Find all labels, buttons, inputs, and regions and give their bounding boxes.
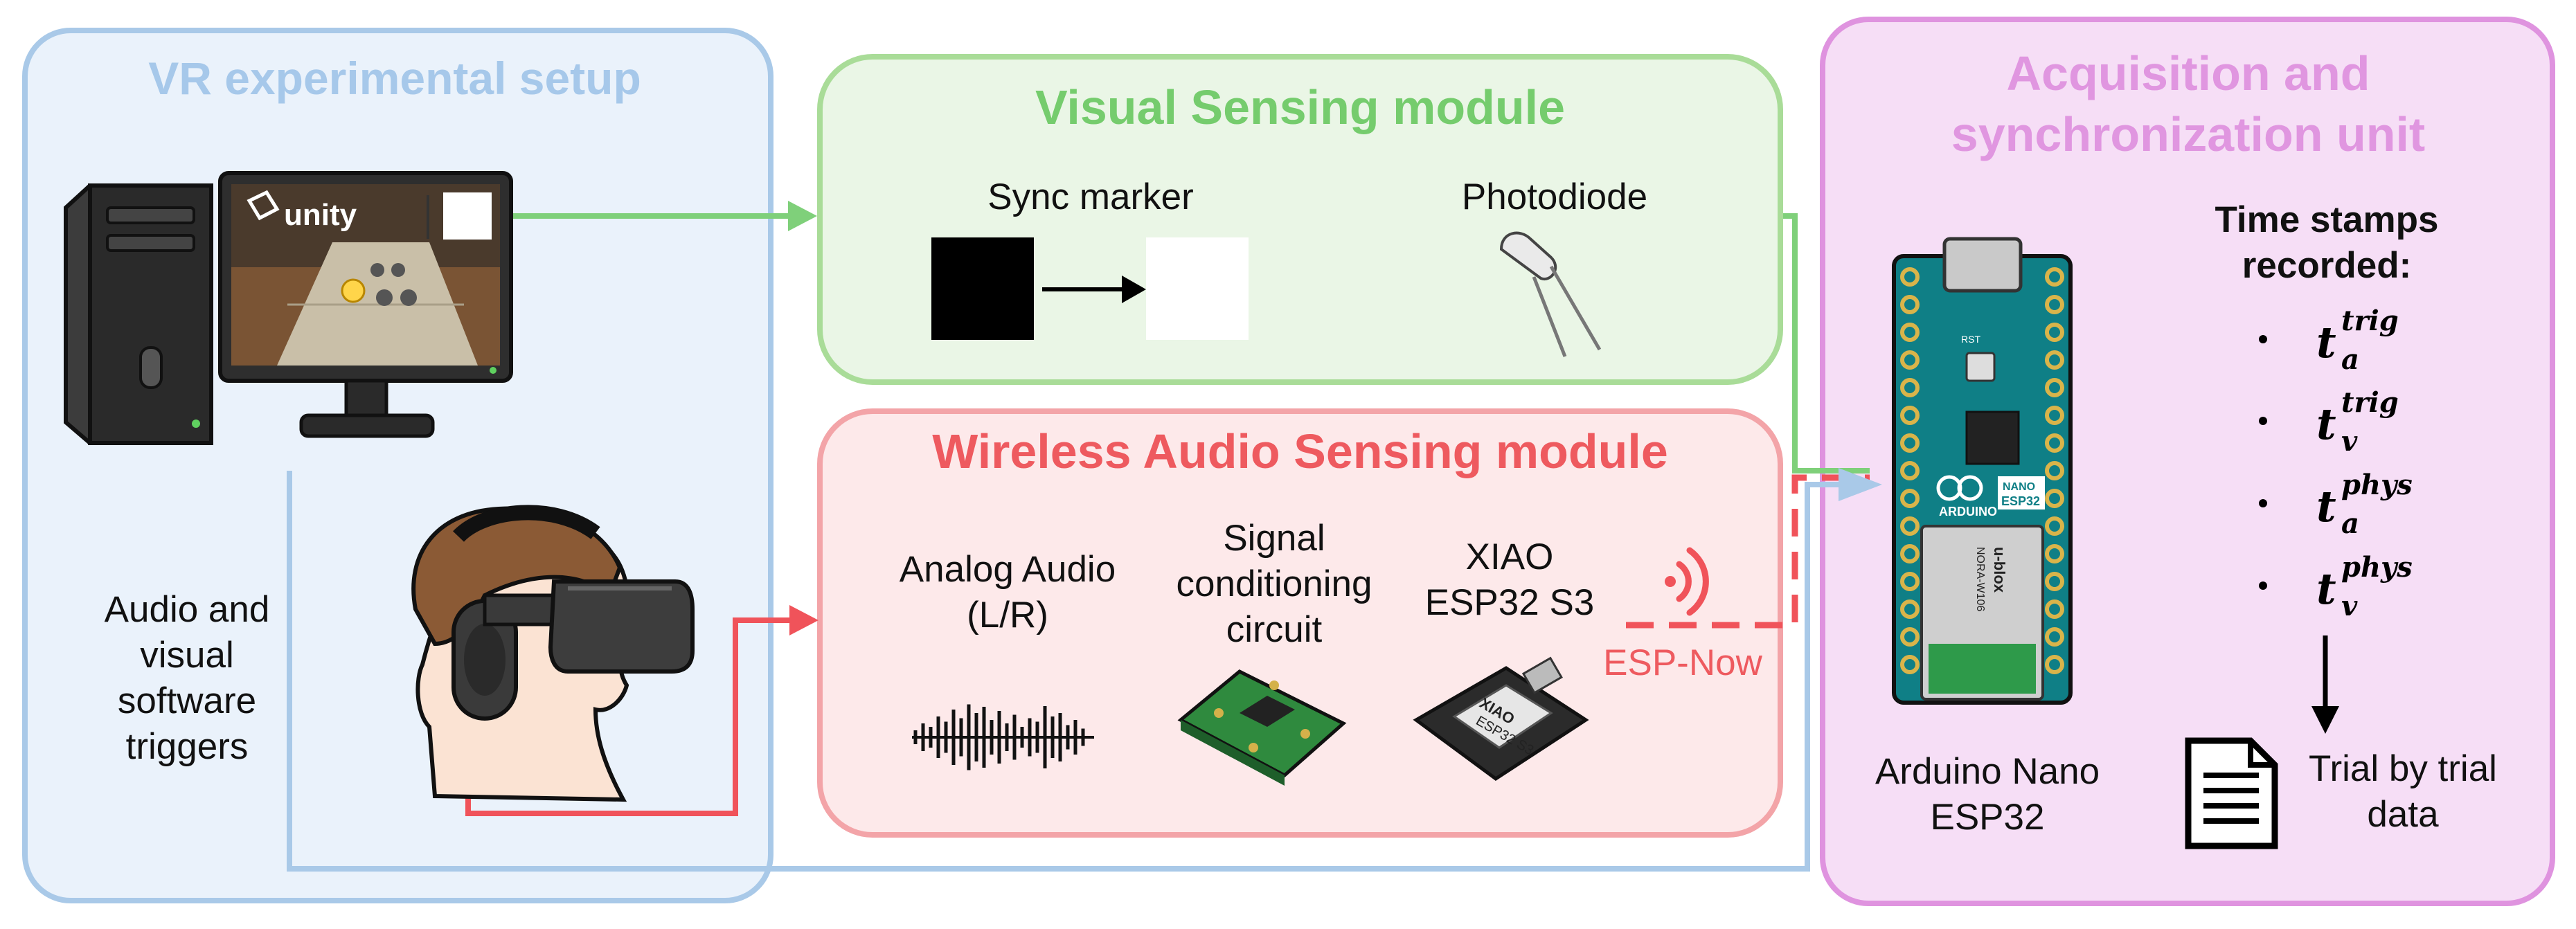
sync-marker-label: Sync marker bbox=[987, 177, 1194, 217]
pin-hole bbox=[1900, 350, 1920, 370]
pin-hole bbox=[2045, 433, 2064, 453]
ublox-model-text: NORA-W106 bbox=[1974, 547, 1986, 611]
visual-to-arduino-line bbox=[1783, 213, 1870, 473]
pin-hole bbox=[1900, 323, 1920, 342]
pin-hole bbox=[1900, 627, 1920, 647]
photodiode-label: Photodiode bbox=[1461, 177, 1648, 217]
pin-hole bbox=[1900, 572, 1920, 591]
pin-hole bbox=[2045, 350, 2064, 370]
arduino-model-text: NANO bbox=[2003, 481, 2035, 493]
software-trigger-line bbox=[287, 468, 1882, 872]
pin-hole bbox=[1900, 655, 1920, 674]
pin-hole bbox=[1900, 516, 1920, 536]
pin-hole bbox=[2045, 599, 2064, 619]
pin-hole bbox=[2045, 406, 2064, 425]
pin-hole bbox=[1900, 599, 1920, 619]
timestamp-subscript: a bbox=[2341, 343, 2359, 376]
monitor-to-visual-arrow bbox=[488, 201, 817, 231]
reset-text: RST bbox=[1961, 334, 1980, 345]
output-label: Trial by trial data bbox=[2309, 748, 2497, 835]
pin-hole bbox=[1900, 544, 1920, 563]
pin-hole bbox=[1900, 461, 1920, 480]
ublox-brand-text: u-blox bbox=[1991, 547, 2008, 593]
pin-hole bbox=[2045, 378, 2064, 397]
timestamps-to-output-arrow bbox=[2311, 635, 2339, 734]
timestamp-superscript: trig bbox=[2341, 386, 2399, 419]
sync-marker-icon bbox=[931, 237, 1249, 340]
pin-hole bbox=[2045, 323, 2064, 342]
pin-hole bbox=[2045, 516, 2064, 536]
pin-hole bbox=[1900, 433, 1920, 453]
pin-hole bbox=[2045, 461, 2064, 480]
vr-headset-user-icon bbox=[411, 505, 695, 802]
timestamp-base: t bbox=[2316, 563, 2336, 614]
analog-audio-label: Analog Audio (L/R) bbox=[899, 549, 1116, 635]
timestamp-bullets bbox=[2259, 335, 2267, 590]
pin-hole bbox=[1900, 378, 1920, 397]
unity-logo-text: unity bbox=[284, 198, 357, 232]
xiao-esp32-board-icon: XIAO ESP32 S3 bbox=[1413, 656, 1589, 782]
pin-hole bbox=[1900, 267, 1920, 287]
audio-module-title: Wireless Audio Sensing module bbox=[932, 424, 1668, 478]
arduino-chip-text: ESP32 bbox=[2001, 494, 2040, 508]
pin-hole bbox=[1900, 489, 1920, 508]
photodiode-icon bbox=[1499, 231, 1602, 357]
timestamp-superscript: phys bbox=[2341, 469, 2413, 501]
pin-hole bbox=[2045, 572, 2064, 591]
wireless-signal-icon bbox=[1665, 547, 1709, 616]
pin-hole bbox=[1900, 295, 1920, 314]
pin-hole bbox=[2045, 489, 2064, 508]
pin-hole bbox=[2045, 627, 2064, 647]
pin-hole bbox=[1900, 406, 1920, 425]
timestamp-base: t bbox=[2316, 399, 2336, 449]
timestamp-subscript: a bbox=[2341, 507, 2359, 540]
audio-waveform-icon bbox=[912, 704, 1094, 770]
triggers-label: Audio and visual software triggers bbox=[104, 589, 270, 767]
visual-module-title: Visual Sensing module bbox=[1035, 80, 1565, 134]
vr-setup-title: VR experimental setup bbox=[148, 53, 641, 104]
timestamp-base: t bbox=[2316, 317, 2336, 368]
desktop-tower-icon bbox=[64, 183, 213, 445]
timestamp-superscript: trig bbox=[2341, 305, 2399, 337]
arduino-brand-text: ARDUINO bbox=[1939, 505, 1997, 518]
pin-hole bbox=[2045, 267, 2064, 287]
timestamp-superscript: phys bbox=[2341, 551, 2413, 584]
pin-hole bbox=[2045, 655, 2064, 674]
arduino-label: Arduino Nano ESP32 bbox=[1875, 751, 2100, 838]
audio-sensing-panel bbox=[817, 408, 1783, 838]
timestamps-header: Time stamps recorded: bbox=[2215, 199, 2439, 286]
pin-hole bbox=[2045, 544, 2064, 563]
esp-now-wireless-link bbox=[1626, 474, 1870, 629]
timestamp-subscript: v bbox=[2341, 590, 2358, 622]
monitor-icon: unity bbox=[218, 171, 513, 438]
timestamp-subscript: v bbox=[2341, 425, 2358, 458]
pin-hole bbox=[2045, 295, 2064, 314]
timestamp-base: t bbox=[2316, 481, 2336, 532]
signal-conditioning-pcb-icon bbox=[1177, 669, 1347, 786]
xiao-label: XIAO ESP32 S3 bbox=[1424, 536, 1595, 623]
esp-now-label: ESP-Now bbox=[1603, 642, 1762, 683]
document-icon bbox=[2185, 737, 2278, 849]
arduino-nano-esp32-board-icon: ARDUINO NANO ESP32 u-blox NORA-W106 RST bbox=[1892, 237, 2073, 705]
acquisition-title: Acquisition and synchronization unit bbox=[1951, 46, 2426, 161]
signal-conditioning-label: Signal conditioning circuit bbox=[1176, 518, 1372, 650]
